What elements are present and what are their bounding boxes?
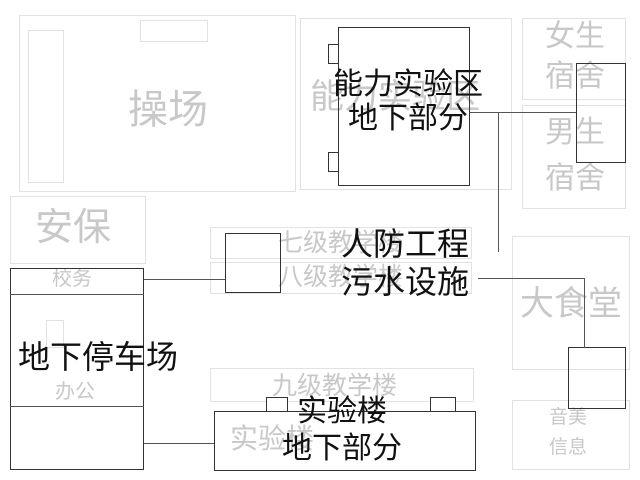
security-zone	[10, 196, 146, 264]
ability-lab-underground-box	[338, 27, 470, 186]
boys-dorm-zone	[522, 105, 626, 209]
playground-zone	[19, 15, 296, 192]
lab-building-underground-box	[214, 411, 476, 471]
lab-underground-line-2: 地下部分	[282, 430, 402, 466]
security-label: 安保	[35, 205, 112, 249]
ability-lab-underground-line-1: 能力实验区	[333, 67, 483, 102]
connector-vertical-right	[498, 112, 499, 252]
music-art-label-1: 音美	[549, 406, 588, 428]
boys-dorm-label-2: 宿舍	[545, 161, 605, 196]
grade7-building	[210, 227, 472, 259]
grade9-building	[210, 368, 474, 402]
canteen-label: 大食堂	[520, 284, 622, 324]
girls-dorm-label-1: 女生	[545, 19, 605, 54]
girls-dorm-label-2: 宿舍	[545, 59, 605, 94]
boys-dorm-label-1: 男生	[545, 115, 605, 150]
parking-line-1	[10, 294, 144, 295]
connector-parking-to-lab	[144, 443, 214, 444]
dorm-facility-box	[576, 63, 626, 163]
ability-lab-underground-line-2: 地下部分	[348, 100, 468, 136]
canteen-facility-box	[568, 347, 626, 409]
office-inner-block	[46, 320, 64, 348]
music-art-label-2: 信息	[549, 436, 588, 458]
grade9-label: 九级教学楼	[272, 371, 398, 400]
parking-connector-box	[225, 233, 281, 293]
ability-lab-small-block-top	[328, 44, 339, 64]
connector-to-canteen	[478, 278, 584, 279]
lab-small-block-left	[266, 397, 288, 412]
music-art-info-zone	[512, 400, 630, 470]
underground-parking-label: 地下停车场	[18, 338, 179, 376]
school-affairs-label: 校务	[52, 266, 92, 290]
civil-defense-line-1: 人防工程	[340, 225, 469, 263]
girls-dorm-zone	[522, 18, 626, 100]
office-label: 办公	[55, 379, 95, 403]
underground-parking-box	[10, 268, 144, 470]
grade8-building	[210, 262, 472, 294]
connector-canteen-drop	[584, 278, 585, 348]
civil-defense-label: 人防工程 污水设施	[325, 225, 485, 302]
lab-small-block-right	[430, 397, 456, 412]
playground-inner-strip	[28, 30, 64, 183]
parking-line-2	[10, 406, 144, 407]
connector-parking-to-box	[144, 279, 225, 280]
lab-underground-label: 实验楼 地下部分	[272, 394, 412, 468]
lab-underground-line-1: 实验楼	[297, 394, 387, 429]
civil-defense-line-2: 污水设施	[340, 263, 469, 302]
grade8-label: 八级教学楼	[278, 262, 404, 291]
lab-building-label: 实验楼	[230, 422, 315, 455]
playground-top-block	[140, 20, 208, 42]
grade7-label: 七级教学楼	[278, 228, 404, 257]
ability-lab-underground-label: 能力实验区 地下部分	[322, 68, 494, 135]
ability-lab-small-block-bottom	[328, 152, 339, 172]
playground-label: 操场	[128, 87, 208, 133]
connector-lab-to-dorm	[470, 112, 576, 113]
